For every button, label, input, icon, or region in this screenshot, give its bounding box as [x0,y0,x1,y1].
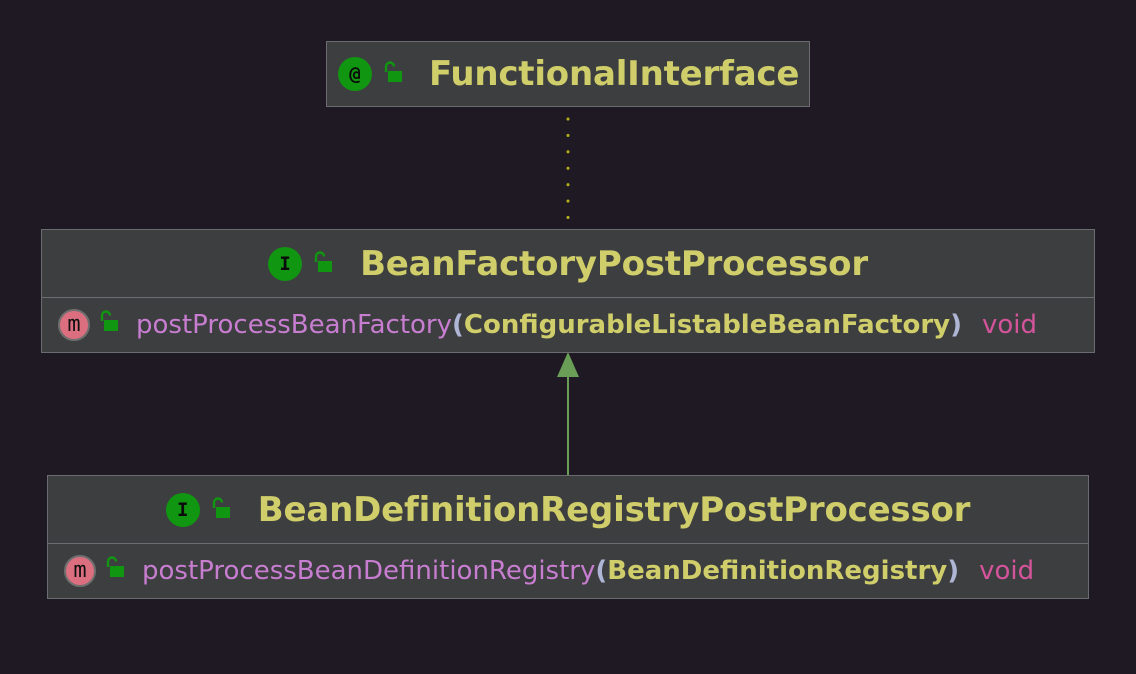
method-name: postProcessBeanDefinitionRegistry [142,555,596,586]
unlocked-lock-icon [98,309,120,340]
method-open-paren: ( [595,555,608,586]
node-title: BeanFactoryPostProcessor [360,243,868,284]
unlocked-lock-icon [312,250,334,278]
method-param-type: ConfigurableListableBeanFactory [463,309,951,340]
bean-definition-registry-post-processor-header: I BeanDefinitionRegistryPostProcessor [48,476,1088,543]
node-title: BeanDefinitionRegistryPostProcessor [257,489,971,530]
annotation-icon: @ [338,56,372,91]
method-icon: m [58,308,90,341]
method-open-paren: ( [452,309,464,340]
bean-factory-post-processor-header: I BeanFactoryPostProcessor [42,230,1094,297]
node-title: FunctionalInterface [429,53,800,94]
method-name: postProcessBeanFactory [136,309,452,340]
interface-icon: I [268,246,303,281]
unlocked-lock-icon [382,60,404,88]
method-param-type: BeanDefinitionRegistry [607,555,948,586]
method-row[interactable]: m postProcessBeanDefinitionRegistry(Bean… [48,543,1088,597]
bean-factory-post-processor-node[interactable]: I BeanFactoryPostProcessor m postProcess… [41,229,1095,353]
method-row[interactable]: m postProcessBeanFactory(ConfigurableLis… [42,297,1094,351]
method-close-paren: ) [950,309,962,340]
functional-interface-node[interactable]: @ FunctionalInterface [326,41,810,107]
functional-interface-header: @ FunctionalInterface [327,42,809,105]
method-return-type: void [979,555,1035,586]
bean-definition-registry-post-processor-node[interactable]: I BeanDefinitionRegistryPostProcessor m … [47,475,1089,599]
method-return-type: void [982,309,1038,340]
method-close-paren: ) [947,555,960,586]
method-icon: m [64,554,96,587]
inheritance-arrowhead [557,352,579,377]
unlocked-lock-icon [104,555,126,586]
interface-icon: I [165,492,200,527]
unlocked-lock-icon [210,496,232,524]
